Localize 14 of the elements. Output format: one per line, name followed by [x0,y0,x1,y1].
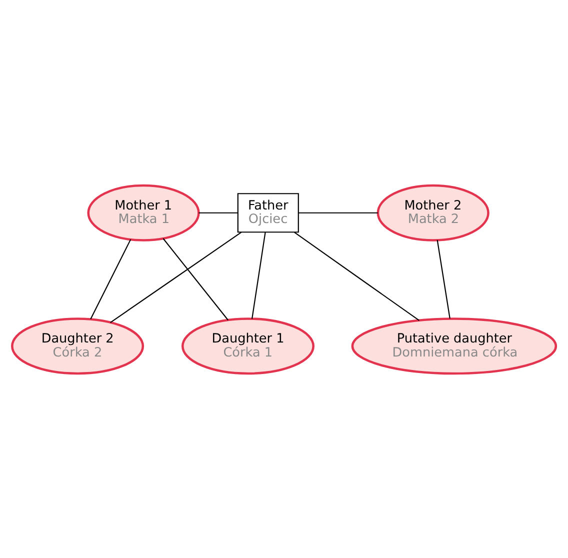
connector [436,239,450,318]
connector [198,212,238,213]
connector [298,212,378,213]
connector [110,231,242,323]
connector [90,238,132,319]
node-ellipse: Daughter 1 Córka 1 [181,317,314,374]
node-ellipse: Mother 1 Matka 1 [87,184,200,241]
connector [294,231,420,320]
connector [162,238,228,320]
node-ellipse: Mother 2 Matka 2 [376,184,490,241]
node-ellipse: Putative daughter Domniemana córka [351,317,558,374]
node-box: Father Ojciec [237,192,299,232]
node-ellipse: Daughter 2 Córka 2 [11,317,144,374]
connector [252,232,266,318]
